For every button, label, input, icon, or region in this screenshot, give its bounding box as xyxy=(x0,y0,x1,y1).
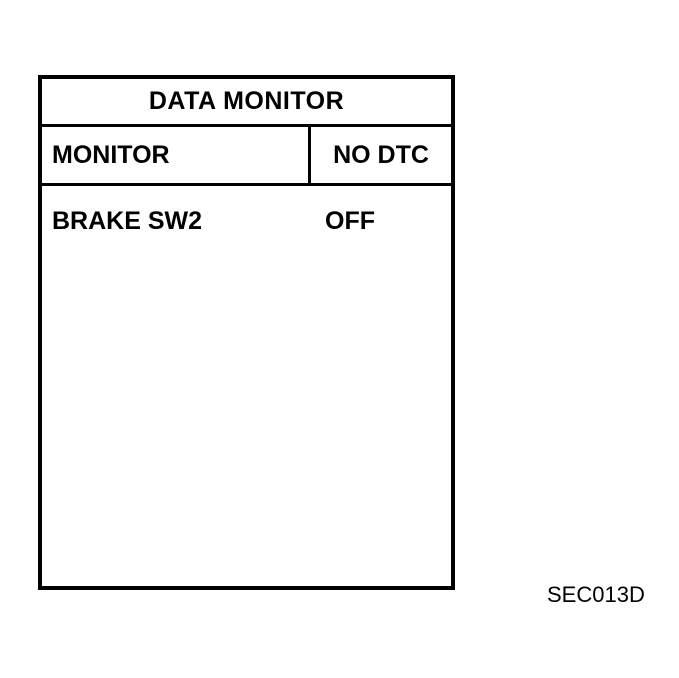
figure-code: SEC013D xyxy=(547,582,645,607)
dtc-status-label: NO DTC xyxy=(333,140,429,169)
dtc-status-cell: NO DTC xyxy=(308,127,451,183)
screen-title: DATA MONITOR xyxy=(148,87,345,115)
signal-value: OFF xyxy=(325,207,375,235)
data-monitor-screen: DATA MONITOR MONITOR NO DTC BRAKE SW2 OF… xyxy=(38,75,455,590)
signal-name: BRAKE SW2 xyxy=(52,207,203,235)
monitor-column-header: MONITOR xyxy=(42,127,308,183)
monitor-column-label: MONITOR xyxy=(52,140,170,169)
screen-title-bar: DATA MONITOR xyxy=(42,79,451,127)
signal-list: BRAKE SW2 OFF xyxy=(42,186,451,236)
screen-header-row: MONITOR NO DTC xyxy=(42,127,451,186)
signal-row: BRAKE SW2 OFF xyxy=(52,207,451,236)
